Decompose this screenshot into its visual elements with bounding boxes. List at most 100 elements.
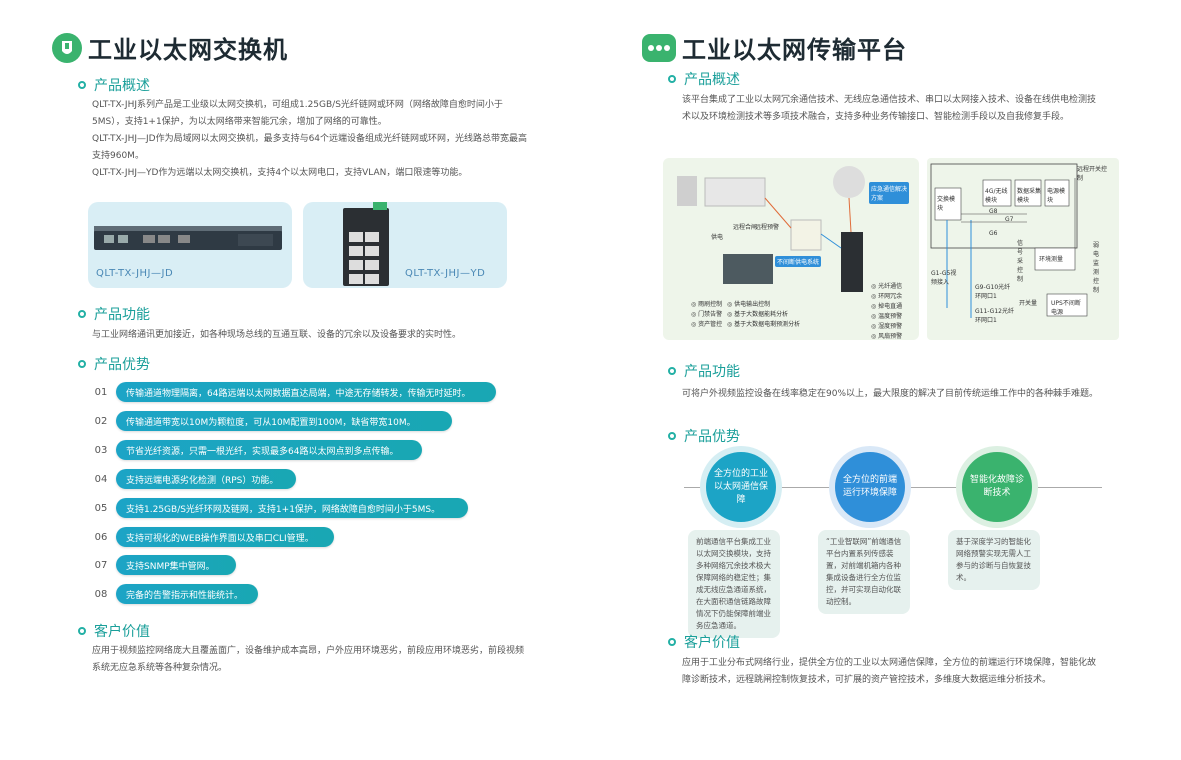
bullet-icon (78, 627, 86, 635)
feature-list-right: ◎ 光纤通信 ◎ 环网冗余 ◎ 掉电直通 ◎ 温度预警 ◎ 湿度预警 ◎ 风扇预… (871, 282, 902, 342)
g9g10-label: G9-G10光纤环网口1 (975, 284, 1011, 300)
feature-item: ◎ 温度预警 (871, 313, 903, 320)
value-text: 应用于工业分布式网络行业，提供全方位的工业以太网通信保障，全方位的前端运行环境保… (682, 658, 1097, 685)
item-number: 04 (94, 473, 108, 485)
item-text: 传输通道带宽以10M为颗粒度，可从10M配置到100M，缺省带宽10M。 (116, 411, 452, 431)
section-title: 客户价值 (684, 635, 740, 651)
value-text: 应用于视频监控网络庞大且覆盖面广，设备维护成本高昂，户外应用环境恶劣，前段应用环… (92, 646, 525, 673)
item-number: 01 (94, 386, 108, 398)
section-title: 产品功能 (684, 364, 740, 380)
item-text: 支持SNMP集中管网。 (116, 555, 236, 575)
advantage-heading: 产品优势 (668, 426, 740, 446)
diagram-lines (930, 163, 1088, 318)
function-heading: 产品功能 (78, 304, 150, 324)
feature-item: ◎ 基于大数据能耗分析 (727, 311, 789, 318)
bullet-icon (78, 81, 86, 89)
page-title: 工业以太网交换机 (88, 36, 288, 64)
item-text: 完备的告警指示和性能统计。 (116, 584, 258, 604)
feature-item: ◎ 掉电直通 (871, 303, 903, 310)
item-text: 支持1.25GB/S光纤环网及链网，支持1+1保护，网络故障自愈时间小于5MS。 (116, 498, 468, 518)
g8-label: G8 (989, 208, 998, 215)
advantage-circle-3: 智能化故障诊断技术 (962, 452, 1032, 522)
section-title: 产品优势 (684, 429, 740, 445)
section-title: 产品优势 (94, 357, 150, 373)
feature-item: ◎ 光纤通信 (871, 283, 903, 290)
feature-list-mid: ◎ 供电输出控制 ◎ 基于大数据能耗分析 ◎ 基于大数据电剩预测分析 (727, 300, 800, 330)
page-title: 工业以太网传输平台 (682, 36, 907, 64)
overview-text: 该平台集成了工业以太网冗余通信技术、无线应急通信技术、串口以太网接入技术、设备在… (682, 95, 1097, 122)
g7-label: G7 (1005, 216, 1014, 223)
item-number: 06 (94, 531, 108, 543)
right-title-block: 工业以太网传输平台 (642, 30, 907, 65)
label-power: 供电 (711, 234, 724, 241)
advantage-item: 06 支持可视化的WEB操作界面以及串口CLI管理。 (90, 527, 334, 547)
bullet-icon (668, 75, 676, 83)
label-ups: 不间断供电系统 (775, 256, 822, 267)
g6-label: G6 (989, 230, 998, 237)
section-title: 产品功能 (94, 307, 150, 323)
din-switch-image (343, 202, 389, 286)
advantage-callout: 基于深度学习的智能化网络预警实现无需人工参与的诊断与自恢复技术。 (948, 530, 1040, 590)
item-text: 支持可视化的WEB操作界面以及串口CLI管理。 (116, 527, 334, 547)
env-box: 环境测量 (1039, 256, 1064, 263)
ups-box: UPS不间断电源 (1051, 300, 1081, 316)
advantage-item: 08 完备的告警指示和性能统计。 (90, 584, 258, 604)
overview-p1: QLT-TX-JHJ系列产品是工业级以太网交换机，可组成1.25GB/S光纤链网… (92, 100, 503, 127)
power-box: 电源模块 (1047, 188, 1066, 204)
product-card-yd: QLT-TX-JHJ—YD (303, 202, 507, 288)
product-card-jd: QLT-TX-JHJ—JD (88, 202, 292, 288)
feature-item: ◎ 湿度预警 (871, 323, 903, 330)
switch-module-box: 交换模块 (937, 196, 956, 212)
advantage-heading: 产品优势 (78, 354, 150, 374)
feature-item: ◎ 环网冗余 (871, 293, 903, 300)
product-label: QLT-TX-JHJ—JD (96, 268, 174, 279)
g1g5-label: G1-G5视频接入 (931, 270, 957, 286)
item-text: 传输通道物理隔离，64路远端以太网数据直达局端，中途无存储转发，传输无时延时。 (116, 382, 496, 402)
function-text: 与工业网络通讯更加接近，如各种现场总线的互通互联、设备的冗余以及设备要求的实时性… (92, 330, 462, 340)
item-text: 节省光纤资源，只需一根光纤，实现最多64路以太网点到多点传输。 (116, 440, 422, 460)
advantage-item: 03 节省光纤资源，只需一根光纤，实现最多64路以太网点到多点传输。 (90, 440, 422, 460)
overview-heading: 产品概述 (78, 75, 150, 95)
value-heading: 客户价值 (78, 621, 150, 641)
overview-text: QLT-TX-JHJ系列产品是工业级以太网交换机，可组成1.25GB/S光纤链网… (92, 97, 532, 182)
feature-item: ◎ 门禁告警 (691, 311, 723, 318)
bullet-icon (668, 367, 676, 375)
bullet-icon (78, 310, 86, 318)
feature-item: ◎ 供电输出控制 (727, 301, 771, 308)
system-diagram: 交换模块 4G/无线模块 数据采集模块 电源模块 远程开关控制 G8 G7 G6… (927, 158, 1119, 340)
overview-p3: QLT-TX-JHJ—YD作为远端以太网交换机，支持4个以太网电口，支持VLAN… (92, 168, 468, 178)
feature-item: ◎ 基于大数据电剩预测分析 (727, 321, 801, 328)
overview-p2: QLT-TX-JHJ—JD作为局域网以太网交换机，最多支持与64个远端设备组成光… (92, 134, 528, 161)
advantage-item: 02 传输通道带宽以10M为颗粒度，可从10M配置到100M，缺省带宽10M。 (90, 411, 452, 431)
advantage-callout: 前端通信平台集成工业以太网交换模块，支持多种网络冗余技术极大保障网络的稳定性；集… (688, 530, 780, 638)
section-title: 客户价值 (94, 624, 150, 640)
bullet-icon (78, 360, 86, 368)
bullet-icon (668, 638, 676, 646)
item-text: 支持远端电源劣化检测（RPS）功能。 (116, 469, 296, 489)
switch-label: 开关量 (1019, 300, 1038, 307)
item-number: 03 (94, 444, 108, 456)
advantage-circle-2: 全方位的前端运行环境保障 (835, 452, 905, 522)
section-title: 产品概述 (94, 78, 150, 94)
item-number: 02 (94, 415, 108, 427)
rack-switch-image (94, 226, 282, 250)
advantage-item: 04 支持远端电源劣化检测（RPS）功能。 (90, 469, 296, 489)
circle-text: 智能化故障诊断技术 (970, 475, 1025, 498)
item-number: 07 (94, 559, 108, 571)
left-page: 工业以太网交换机 产品概述 QLT-TX-JHJ系列产品是工业级以太网交换机，可… (0, 0, 590, 760)
advantage-callout: “工业智联网”前端通信平台内置系列传感装置，对前端机箱内各种集成设备进行全方位监… (818, 530, 910, 614)
label-emergency: 应急通信解决方案 (869, 182, 909, 204)
remote-ctrl-label: 远程开关控制 (1077, 166, 1108, 182)
feature-item: ◎ 资产管控 (691, 321, 723, 328)
item-number: 08 (94, 588, 108, 600)
product-label: QLT-TX-JHJ—YD (405, 268, 486, 279)
left-title-block: 工业以太网交换机 (52, 30, 288, 65)
circle-text: 全方位的前端运行环境保障 (843, 475, 898, 498)
feature-item: ◎ 风扇预警 (871, 333, 903, 340)
advantage-item: 07 支持SNMP集中管网。 (90, 555, 236, 575)
advantage-item: 01 传输通道物理隔离，64路远端以太网数据直达局端，中途无存储转发，传输无时延时… (90, 382, 496, 402)
function-heading: 产品功能 (668, 361, 740, 381)
value-heading: 客户价值 (668, 632, 740, 652)
feature-item: ◎ 雨刷控制 (691, 301, 723, 308)
